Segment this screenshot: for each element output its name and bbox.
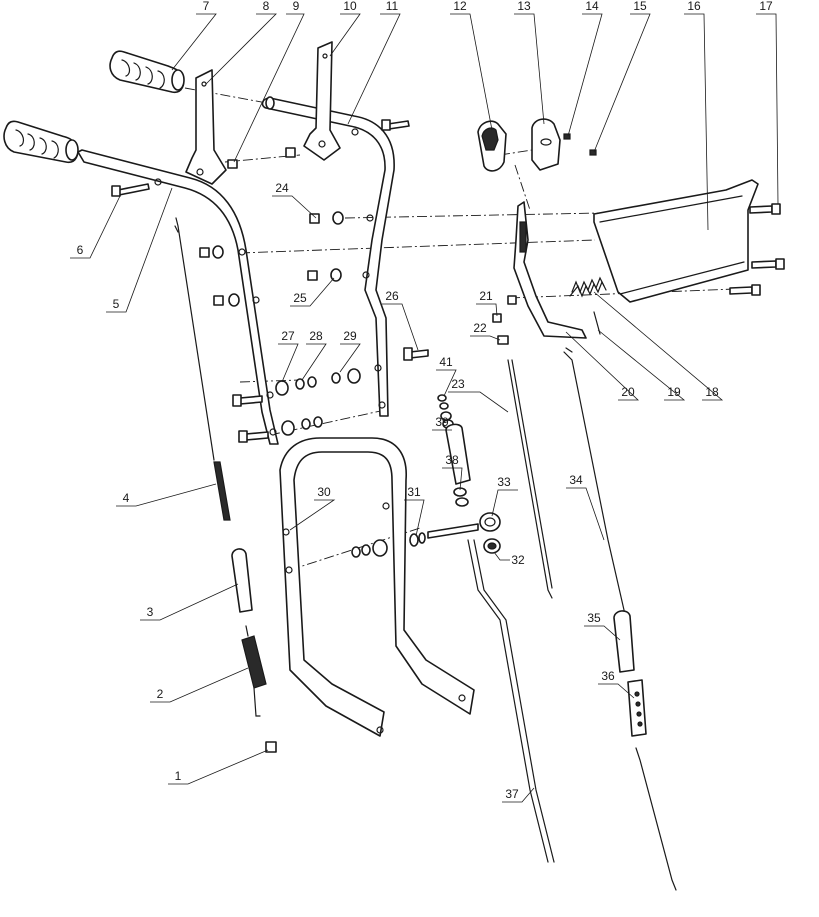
leader-lines [70, 13, 779, 803]
eyebolt-33 [427, 512, 501, 539]
callout-14: 14 [585, 0, 599, 13]
callout-28: 28 [309, 329, 323, 343]
callout-37: 37 [505, 787, 519, 801]
callout-4: 4 [123, 491, 130, 505]
spring-18 [569, 276, 607, 298]
callout-7: 7 [203, 0, 210, 13]
callout-33: 33 [497, 475, 511, 489]
callout-5: 5 [113, 297, 120, 311]
callout-27: 27 [281, 329, 295, 343]
dash-panel [593, 179, 759, 303]
callout-36: 36 [601, 669, 615, 683]
callout-12: 12 [453, 0, 467, 13]
callout-32: 32 [511, 553, 525, 567]
rods-and-cables [174, 217, 677, 891]
callout-6: 6 [77, 243, 84, 257]
callout-9: 9 [293, 0, 300, 13]
callout-13: 13 [517, 0, 531, 13]
bushing-32 [483, 538, 501, 554]
upper-handle-frame [261, 96, 395, 417]
callout-8: 8 [263, 0, 270, 13]
callout-15: 15 [633, 0, 647, 13]
callout-24: 24 [275, 181, 289, 195]
callout-3: 3 [147, 605, 154, 619]
callout-41: 41 [439, 355, 453, 369]
callout-10: 10 [343, 0, 357, 13]
callout-labels: 7 8 9 10 11 12 13 14 15 16 17 6 5 24 25 … [77, 0, 773, 801]
callout-1: 1 [175, 769, 182, 783]
sleeves [231, 423, 647, 737]
callout-29: 29 [343, 329, 357, 343]
callout-34: 34 [569, 473, 583, 487]
callout-23: 23 [451, 377, 465, 391]
bracket-8 [185, 69, 227, 185]
callout-26: 26 [385, 289, 399, 303]
callout-38: 38 [445, 453, 459, 467]
callout-19: 19 [667, 385, 681, 399]
lower-handle-frame [77, 149, 279, 445]
hand-grip-right [3, 120, 79, 164]
callout-30: 30 [317, 485, 331, 499]
callout-21: 21 [479, 289, 493, 303]
callout-22: 22 [473, 321, 487, 335]
callout-31: 31 [407, 485, 421, 499]
hand-grip-left [109, 50, 185, 94]
callout-35: 35 [587, 611, 601, 625]
callout-39: 39 [435, 415, 449, 429]
callout-2: 2 [157, 687, 164, 701]
bracket-10 [303, 41, 341, 161]
spring-2 [241, 625, 267, 717]
lever-cover-13 [531, 118, 561, 171]
fasteners [111, 119, 785, 753]
callout-25: 25 [293, 291, 307, 305]
callout-11: 11 [386, 0, 399, 13]
callout-18: 18 [705, 385, 719, 399]
shift-bracket [513, 201, 587, 339]
lower-u-frame [279, 437, 475, 737]
callout-16: 16 [687, 0, 701, 13]
callout-17: 17 [759, 0, 773, 13]
lever-housing-12 [477, 120, 507, 172]
callout-20: 20 [621, 385, 635, 399]
